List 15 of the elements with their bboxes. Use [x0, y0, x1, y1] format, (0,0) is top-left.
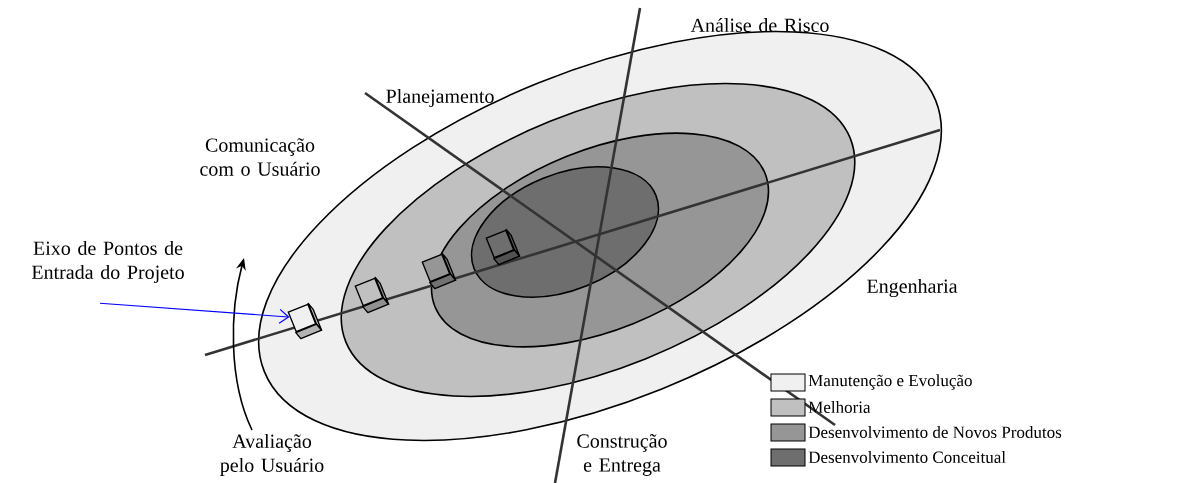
sector-label: Planejamento — [386, 88, 494, 108]
cube — [421, 252, 457, 290]
legend-label: Manutenção e Evolução — [808, 374, 972, 390]
sector-label: Construção e Entrega — [577, 434, 667, 476]
legend-label: Desenvolvimento Conceitual — [808, 451, 1006, 463]
sector-label: Comunicação com o Usuário — [200, 138, 320, 176]
cube — [354, 276, 390, 314]
cube — [485, 228, 521, 266]
axis-caption: Eixo de Pontos de Entrada do Projeto — [31, 240, 184, 284]
arrow — [99, 302, 290, 324]
cube — [287, 302, 323, 340]
legend-label: Melhoria — [808, 401, 871, 413]
sector-label: Engenharia — [867, 278, 958, 298]
sector-label: Avaliação pelo Usuário — [220, 433, 324, 477]
legend-label: Desenvolvimento de Novos Produtos — [808, 426, 1062, 438]
